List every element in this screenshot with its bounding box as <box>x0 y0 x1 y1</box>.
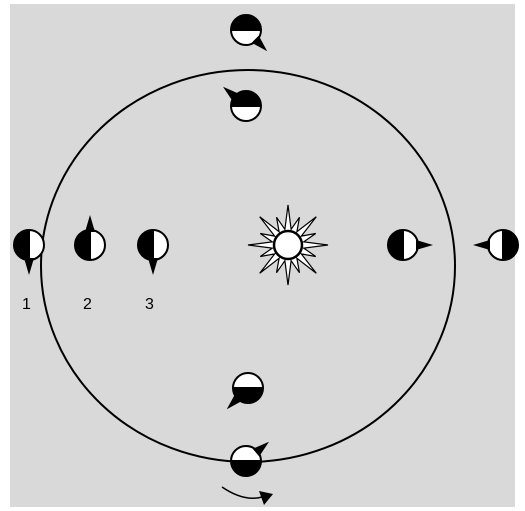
label-position-1: 1 <box>22 296 31 313</box>
sun-icon <box>248 205 328 285</box>
label-position-3: 3 <box>145 296 154 313</box>
label-position-2: 2 <box>83 296 92 313</box>
